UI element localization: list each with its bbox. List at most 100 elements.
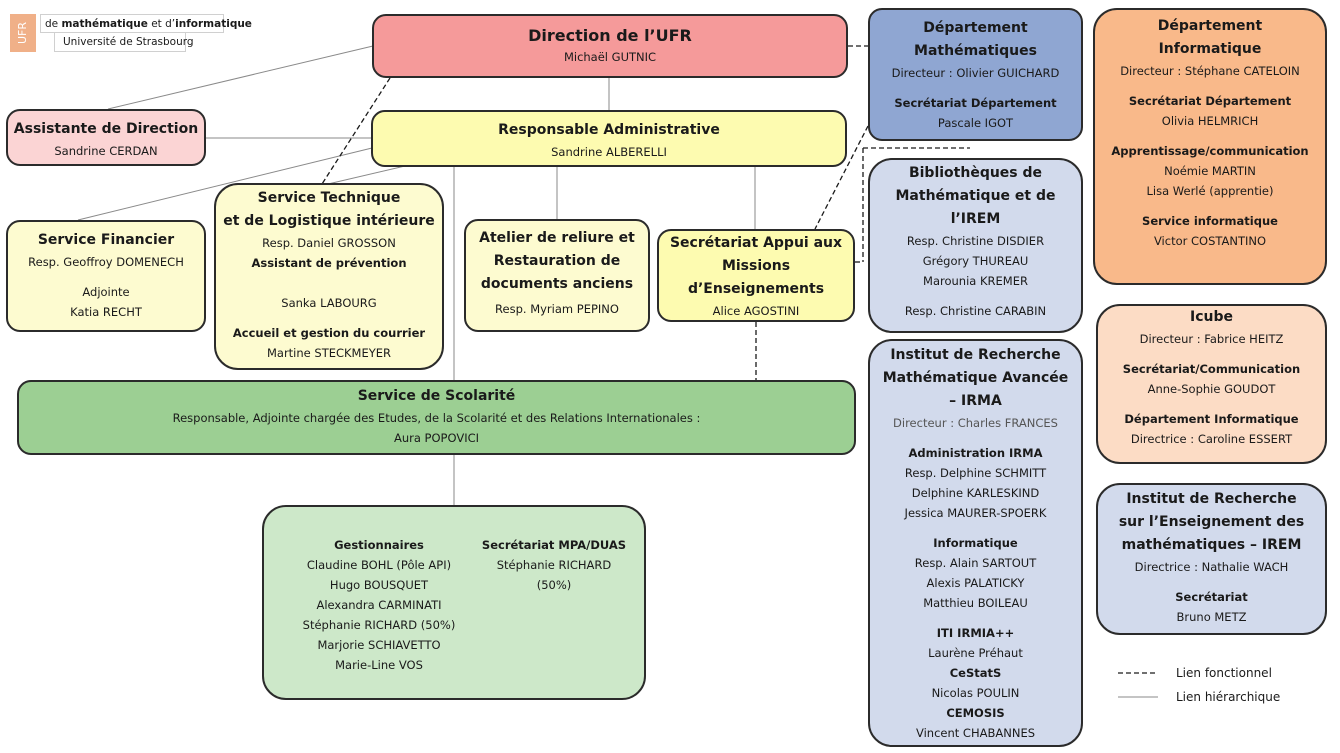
irma-admin-name: Jessica MAURER-SPOERK (904, 506, 1047, 520)
atelier-title-1: Atelier de reliure et (479, 230, 635, 246)
gestionnaire-name: Marjorie SCHIAVETTO (317, 638, 441, 652)
hier-link-responsable-financier (77, 147, 373, 221)
irma-iti-label: ITI IRMIA++ (936, 626, 1015, 640)
scolarite-box: Service de Scolarité Responsable, Adjoin… (17, 380, 856, 455)
info-title-2: Informatique (1158, 41, 1262, 57)
legend-hierarchical-label: Lien hiérarchique (1176, 690, 1281, 704)
func-link-math-appui (814, 125, 869, 230)
direction-name: Michaël GUTNIC (563, 50, 657, 64)
assistante-box: Assistante de Direction Sandrine CERDAN (6, 109, 206, 166)
gestionnaires-column: Gestionnaires Claudine BOHL (Pôle API) H… (279, 535, 479, 675)
technique-title-2: et de Logistique intérieure (223, 213, 435, 229)
irma-info-name: Alexis PALATICKY (926, 576, 1025, 590)
mpa-label: Secrétariat MPA/DUAS (481, 538, 627, 552)
direction-box: Direction de l’UFR Michaël GUTNIC (372, 14, 848, 78)
irem-title-3: mathématiques – IREM (1121, 537, 1302, 553)
info-secr-label: Secrétariat Département (1128, 94, 1292, 108)
responsable-name: Sandrine ALBERELLI (551, 145, 667, 159)
gestionnaires-label: Gestionnaires (334, 538, 424, 552)
irma-iti-name: Laurène Préhaut (928, 646, 1023, 660)
gestionnaire-name: Claudine BOHL (Pôle API) (306, 558, 452, 572)
irma-cemosis-label: CEMOSIS (946, 706, 1005, 720)
scolarite-name: Aura POPOVICI (393, 431, 480, 445)
atelier-box: Atelier de reliure et Restauration de do… (464, 219, 650, 332)
dept-info-box: Département Informatique Directeur : Sté… (1093, 8, 1327, 285)
info-director: Directeur : Stéphane CATELOIN (1120, 64, 1300, 78)
func-link-direction-technique (321, 77, 391, 185)
mpa-column: Secrétariat MPA/DUAS Stéphanie RICHARD (… (479, 535, 629, 595)
irma-info-name: Matthieu BOILEAU (923, 596, 1028, 610)
math-title-2: Mathématiques (914, 43, 1037, 59)
info-appr-name: Noémie MARTIN (1164, 164, 1256, 178)
scolarite-subtitle: Responsable, Adjointe chargée des Etudes… (172, 411, 701, 425)
assistante-title: Assistante de Direction (13, 121, 199, 137)
irem-title-2: sur l’Enseignement des (1118, 514, 1305, 530)
irma-info-label: Informatique (933, 536, 1018, 550)
gestionnaires-box: Gestionnaires Claudine BOHL (Pôle API) H… (262, 505, 646, 700)
math-secr-name: Pascale IGOT (937, 116, 1014, 130)
math-title-1: Département (923, 20, 1028, 36)
dept-math-box: Département Mathématiques Directeur : Ol… (868, 8, 1083, 141)
service-technique-box: Service Technique et de Logistique intér… (214, 183, 444, 370)
technique-prevention-name: Sanka LABOURG (281, 296, 377, 310)
irem-secr-name: Bruno METZ (1176, 610, 1247, 624)
irma-title-1: Institut de Recherche (890, 347, 1061, 363)
biblio-title-2: Mathématique et de l’IREM (895, 188, 1056, 227)
financier-title: Service Financier (37, 232, 175, 248)
hier-link-direction-assistante (107, 45, 374, 110)
legend-functional-label: Lien fonctionnel (1176, 666, 1272, 680)
direction-title: Direction de l’UFR (528, 26, 692, 45)
info-service-label: Service informatique (1142, 214, 1278, 228)
irem-title-1: Institut de Recherche (1126, 491, 1297, 507)
logo-ufr-tag: UFR (10, 14, 36, 52)
gestionnaire-name: Alexandra CARMINATI (316, 598, 442, 612)
math-secr-label: Secrétariat Département (894, 96, 1057, 110)
biblio-name: Marounia KREMER (923, 274, 1028, 288)
secretariat-appui-box: Secrétariat Appui aux Missions d’Enseign… (657, 229, 855, 322)
irma-admin-label: Administration IRMA (908, 446, 1043, 460)
appui-title-1: Secrétariat Appui aux (669, 235, 843, 251)
mpa-name: Stéphanie RICHARD (50%) (496, 558, 612, 592)
irma-cestats-label: CeStatS (949, 666, 1002, 680)
info-title-1: Département (1157, 18, 1263, 34)
scolarite-title: Service de Scolarité (357, 388, 516, 404)
appui-title-2: Missions (721, 258, 791, 274)
atelier-resp: Resp. Myriam PEPINO (495, 302, 619, 316)
biblio-title-1: Bibliothèques de (908, 165, 1043, 181)
ufr-logo: UFR de mathématique et d’informatique Un… (10, 14, 252, 54)
logo-line-1: de mathématique et d’informatique (40, 14, 252, 33)
assistante-name: Sandrine CERDAN (54, 144, 158, 158)
biblio-name: Grégory THUREAU (922, 254, 1029, 268)
technique-courrier-label: Accueil et gestion du courrier (232, 326, 426, 340)
hier-link-responsable-technique (327, 165, 406, 185)
technique-prevention-label: Assistant de prévention (251, 256, 407, 270)
appui-name: Alice AGOSTINI (712, 304, 800, 318)
info-appr-name: Lisa Werlé (apprentie) (1146, 184, 1274, 198)
irma-admin-name: Delphine KARLESKIND (911, 486, 1040, 500)
biblio-name: Resp. Christine DISDIER (906, 234, 1045, 248)
math-director: Directeur : Olivier GUICHARD (891, 66, 1060, 80)
icube-box: Icube Directeur : Fabrice HEITZ Secrétar… (1096, 304, 1327, 464)
biblio-extra: Resp. Christine CARABIN (904, 304, 1047, 318)
gestionnaire-name: Marie-Line VOS (335, 658, 423, 672)
financier-adjointe-name: Katia RECHT (70, 305, 142, 319)
info-secr-name: Olivia HELMRICH (1161, 114, 1259, 128)
logo-line-2: Université de Strasbourg (54, 33, 194, 52)
gestionnaire-name: Hugo BOUSQUET (329, 578, 429, 592)
icube-dept-label: Département Informatique (1124, 412, 1299, 426)
info-service-name: Victor COSTANTINO (1153, 234, 1267, 248)
info-appr-label: Apprentissage/communication (1111, 144, 1309, 158)
responsable-title: Responsable Administrative (498, 122, 720, 138)
atelier-title-3: documents anciens (480, 276, 634, 292)
gestionnaire-name: Stéphanie RICHARD (50%) (302, 618, 456, 632)
service-financier-box: Service Financier Resp. Geoffroy DOMENEC… (6, 220, 206, 332)
irem-box: Institut de Recherche sur l’Enseignement… (1096, 483, 1327, 635)
financier-adjointe-label: Adjointe (82, 285, 130, 299)
irma-title-2: Mathématique Avancée (882, 370, 1069, 386)
appui-title-3: d’Enseignements (687, 281, 825, 297)
irma-info-name: Resp. Alain SARTOUT (914, 556, 1037, 570)
financier-resp: Resp. Geoffroy DOMENECH (28, 255, 184, 269)
technique-title-1: Service Technique (257, 190, 401, 206)
technique-resp: Resp. Daniel GROSSON (262, 236, 396, 250)
